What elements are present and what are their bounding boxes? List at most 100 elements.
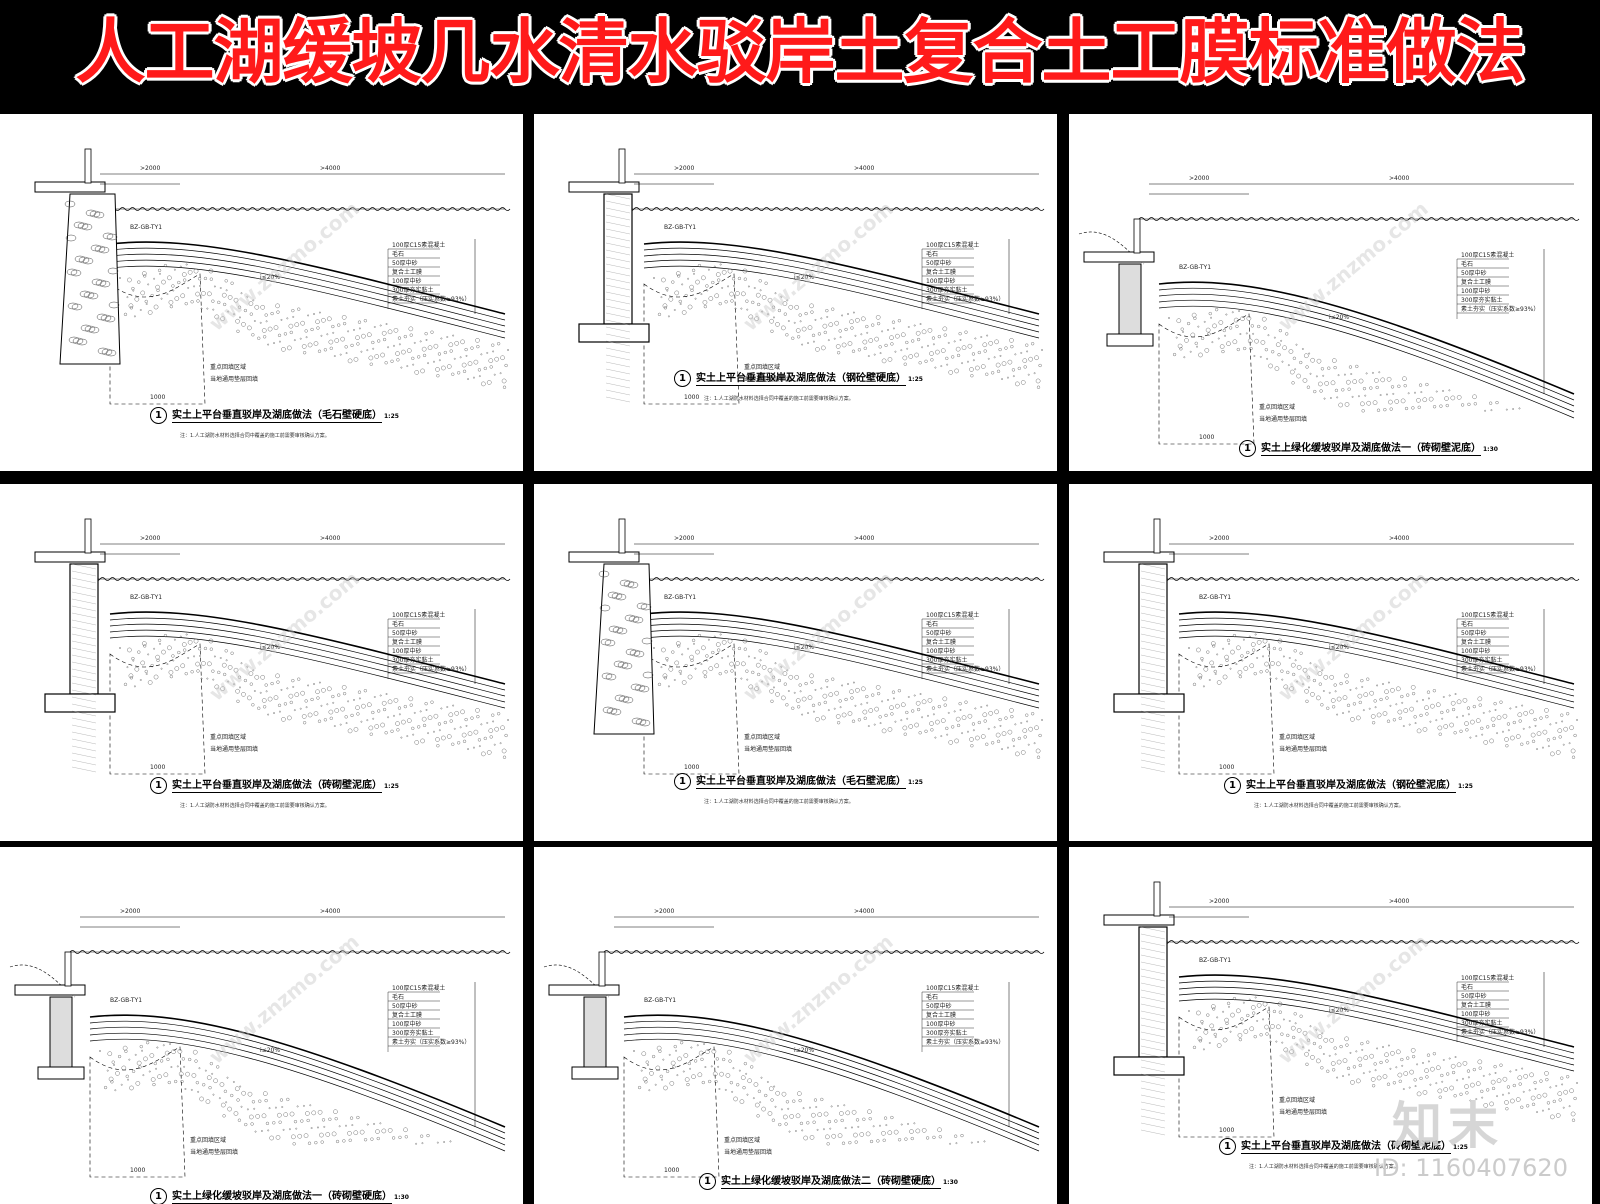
dimension-label: >4000 bbox=[320, 535, 340, 543]
bottom-layer bbox=[1159, 300, 1574, 412]
detail-note: 注：1.人工湖防水材料选择合同中覆盖的施工前需要审核确认方案。 bbox=[704, 395, 854, 404]
caption-title: 实土上绿化缓坡驳岸及湖底做法一（砖砌壁泥底） bbox=[1261, 443, 1481, 456]
dimension-label: >4000 bbox=[854, 908, 874, 916]
layer-label: 50厚中砂 bbox=[1461, 993, 1487, 1001]
bottom-layer bbox=[1179, 618, 1574, 690]
layer-label: 100厚C15素混凝土 bbox=[926, 612, 979, 620]
gravel-fill bbox=[653, 634, 1042, 759]
gravel-fill bbox=[99, 1041, 451, 1145]
gravel-fill bbox=[1168, 308, 1520, 412]
detail-number-symbol: 1 bbox=[1224, 777, 1241, 794]
subgrade-label: 当地通用垫层回填 bbox=[744, 746, 792, 754]
layer-label: 100厚C15素混凝土 bbox=[926, 242, 979, 250]
section-tag: BZ-GB-TY1 bbox=[1199, 594, 1231, 602]
caption-scale: 1:25 bbox=[384, 783, 399, 790]
dimension-label: 1000 bbox=[1219, 764, 1234, 772]
detail-number-symbol: 1 bbox=[150, 1188, 167, 1204]
dimension-label: 1000 bbox=[684, 764, 699, 772]
concrete-wall bbox=[604, 194, 632, 324]
caption-title: 实土上平台垂直驳岸及湖底做法（钢砼壁泥底） bbox=[1246, 780, 1456, 793]
slope-label: i≤20% bbox=[260, 644, 280, 652]
bottom-layer bbox=[1159, 288, 1574, 400]
dimension-label: >4000 bbox=[1389, 535, 1409, 543]
layer-label: 50厚中砂 bbox=[926, 1003, 952, 1011]
dimension-label: >4000 bbox=[1389, 175, 1409, 183]
slope-label: i≤20% bbox=[794, 1047, 814, 1055]
image-id: ID: 1160407620 bbox=[1374, 1154, 1568, 1182]
detail-number-symbol: 1 bbox=[674, 773, 691, 790]
bottom-layer bbox=[110, 248, 505, 320]
dimension-label: 1000 bbox=[1219, 1127, 1234, 1135]
slope-label: i≤20% bbox=[260, 1047, 280, 1055]
subgrade-label: 当地通用垫层回填 bbox=[1279, 746, 1327, 754]
subgrade-label: 当地通用垫层回填 bbox=[1259, 416, 1307, 424]
subgrade-label: 当地通用垫层回填 bbox=[724, 1149, 772, 1157]
dimension-label: >2000 bbox=[1209, 898, 1229, 906]
section-drawing bbox=[0, 847, 523, 1204]
stone-wall bbox=[60, 194, 120, 364]
platform-deck bbox=[569, 552, 639, 562]
railing-post bbox=[85, 149, 91, 183]
brick-wall bbox=[50, 997, 72, 1067]
bottom-layer bbox=[1159, 306, 1574, 418]
concrete-wall bbox=[1139, 564, 1167, 694]
backfill-label: 重点回填区域 bbox=[744, 734, 780, 742]
layer-label: 100厚中砂 bbox=[1461, 1011, 1490, 1019]
layer-label: 300厚夯实黏土 bbox=[1461, 1020, 1502, 1028]
layer-label: 素土夯实（压实系数≥93%） bbox=[926, 296, 1004, 304]
railing-post bbox=[1154, 519, 1160, 553]
layer-label: 素土夯实（压实系数≥93%） bbox=[1461, 666, 1539, 674]
bottom-layer bbox=[624, 1039, 1039, 1151]
detail-number-symbol: 1 bbox=[1219, 1138, 1236, 1155]
section-tag: BZ-GB-TY1 bbox=[1199, 957, 1231, 965]
caption-scale: 1:25 bbox=[1458, 783, 1473, 790]
slope-label: i≤20% bbox=[1329, 644, 1349, 652]
layer-label: 复合土工膜 bbox=[392, 639, 422, 647]
section-tag: BZ-GB-TY1 bbox=[130, 594, 162, 602]
backfill-zone bbox=[1179, 1007, 1274, 1137]
layer-label: 300厚夯实黏土 bbox=[926, 287, 967, 295]
backfill-label: 重点回填区域 bbox=[724, 1137, 760, 1145]
detail-number-symbol: 1 bbox=[699, 1173, 716, 1190]
section-drawing bbox=[1069, 114, 1592, 471]
bottom-layer bbox=[624, 1033, 1039, 1145]
caption-title: 实土上平台垂直驳岸及湖底做法（毛石壁泥底） bbox=[696, 776, 906, 789]
wall-footing bbox=[1114, 694, 1184, 712]
section-tag: BZ-GB-TY1 bbox=[664, 224, 696, 232]
detail-number-symbol: 1 bbox=[150, 777, 167, 794]
backfill-zone bbox=[1179, 644, 1274, 774]
detail-caption: 1 实土上平台垂直驳岸及湖底做法（钢砼壁泥底）1:25 bbox=[1224, 776, 1473, 794]
dimension-label: >2000 bbox=[140, 535, 160, 543]
caption-title: 实土上平台垂直驳岸及湖底做法（砖砌壁泥底） bbox=[172, 780, 382, 793]
bottom-layer bbox=[624, 1015, 1039, 1127]
dimension-label: >2000 bbox=[120, 908, 140, 916]
stone-wall bbox=[594, 564, 654, 734]
slope-label: i≤20% bbox=[794, 644, 814, 652]
backfill-label: 重点回填区域 bbox=[1259, 404, 1295, 412]
backfill-label: 重点回填区域 bbox=[1279, 1097, 1315, 1105]
dimension-label: >4000 bbox=[1389, 898, 1409, 906]
layer-label: 素土夯实（压实系数≥93%） bbox=[926, 1039, 1004, 1047]
subgrade-label: 当地通用垫层回填 bbox=[190, 1149, 238, 1157]
layer-label: 复合土工膜 bbox=[1461, 279, 1491, 287]
railing-post bbox=[619, 149, 625, 183]
brick-wall bbox=[584, 997, 606, 1067]
slope-label: i≤20% bbox=[794, 274, 814, 282]
dimension-label: >4000 bbox=[854, 535, 874, 543]
backfill-label: 重点回填区域 bbox=[190, 1137, 226, 1145]
layer-label: 毛石 bbox=[392, 994, 404, 1002]
platform-deck bbox=[1084, 252, 1154, 262]
gravel-fill bbox=[119, 264, 508, 389]
detail-note: 注：1.人工湖防水材料选择合同中覆盖的施工前需要审核确认方案。 bbox=[180, 432, 330, 441]
layer-label: 复合土工膜 bbox=[1461, 639, 1491, 647]
platform-deck bbox=[15, 985, 85, 995]
layer-label: 100厚中砂 bbox=[1461, 648, 1490, 656]
layer-label: 复合土工膜 bbox=[392, 269, 422, 277]
layer-label: 素土夯实（压实系数≥93%） bbox=[392, 666, 470, 674]
